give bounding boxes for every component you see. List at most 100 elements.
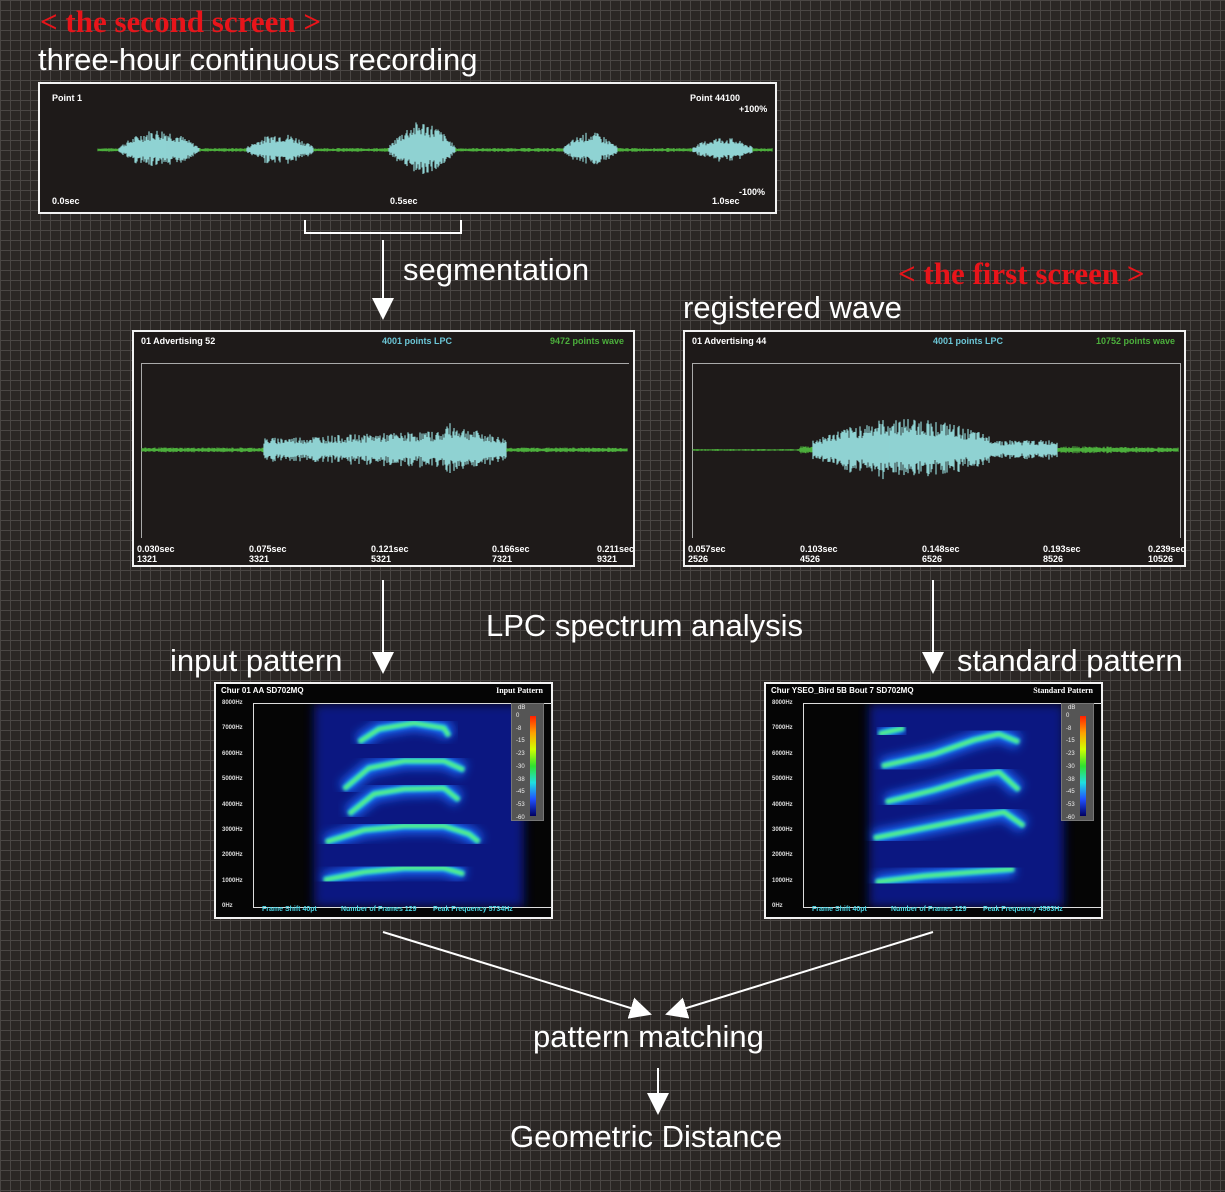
first-screen-heading: < the first screen > — [898, 256, 1145, 291]
formant-band — [325, 825, 480, 843]
db-tick: -60 — [1066, 814, 1075, 821]
db-tick: 0 — [516, 713, 520, 719]
freq-tick: 3000Hz — [772, 826, 793, 833]
point-start-label: Point 1 — [52, 93, 83, 103]
formant-band — [878, 727, 905, 735]
db-tick: -30 — [1066, 763, 1075, 770]
spec-label: Input Pattern — [496, 686, 543, 695]
spec-title: Chur 01 AA SD702MQ — [221, 686, 304, 695]
db-tick: -8 — [1066, 725, 1072, 732]
db-tick: -45 — [1066, 789, 1075, 796]
freq-tick: 8000Hz — [222, 700, 243, 706]
formant-band — [873, 810, 1025, 839]
formant-band — [348, 786, 460, 815]
spec-footer-peak: Peak Frequency 4563Hz — [983, 906, 1063, 913]
pattern-matching-label: pattern matching — [533, 1019, 764, 1054]
db-tick: -38 — [516, 776, 525, 783]
geometric-distance-label: Geometric Distance — [510, 1119, 783, 1154]
lpc-points-label: 4001 points LPC — [382, 336, 453, 346]
freq-tick: 6000Hz — [772, 750, 793, 757]
formant-band — [358, 721, 450, 743]
colorbar-gradient — [1080, 716, 1086, 816]
db-colorbar: dB 0 -8 -15 -23 -30 -38 -45 -53 -60 — [1061, 703, 1094, 821]
freq-tick: 4000Hz — [772, 801, 793, 808]
spec-footer-frame-shift: Frame Shift 40pt — [262, 906, 317, 913]
segment-wave-panel: 01 Advertising 52 4001 points LPC 9472 p… — [132, 330, 635, 567]
wave-points-label: 10752 points wave — [1096, 336, 1176, 346]
freq-tick: 5000Hz — [222, 776, 243, 783]
formant-band — [885, 770, 1020, 803]
input-pattern-spectrogram: Chur 01 AA SD702MQ Input Pattern 8000Hz 7… — [214, 682, 553, 919]
spec-footer-frames: Number of Frames 129 — [891, 906, 967, 913]
db-tick: -15 — [1066, 738, 1075, 745]
freq-tick: 7000Hz — [222, 725, 243, 732]
spec-label: Standard Pattern — [1033, 686, 1093, 695]
segmentation-label: segmentation — [403, 252, 590, 287]
freq-tick: 3000Hz — [222, 826, 243, 833]
lpc-points-label: 4001 points LPC — [933, 336, 1004, 346]
recording-heading: three-hour continuous recording — [38, 42, 478, 77]
freq-tick: 2000Hz — [222, 852, 243, 859]
registered-wave-panel: 01 Advertising 44 4001 points LPC 10752 … — [683, 330, 1186, 567]
amp-min-label: -100% — [739, 187, 766, 197]
input-pattern-label: input pattern — [170, 643, 343, 678]
amp-max-label: +100% — [739, 104, 768, 114]
formant-band — [881, 732, 1020, 767]
freq-tick: 0Hz — [772, 903, 783, 909]
panel-title: 01 Advertising 52 — [141, 336, 216, 346]
freq-tick: 6000Hz — [222, 750, 243, 757]
db-tick: -23 — [516, 751, 525, 758]
segment-bracket — [304, 220, 462, 234]
spec-footer-frames: Number of Frames 129 — [341, 906, 417, 913]
freq-tick: 4000Hz — [222, 801, 243, 808]
colorbar-gradient — [530, 716, 536, 816]
freq-tick: 8000Hz — [772, 700, 793, 706]
db-tick: -60 — [516, 814, 525, 821]
point-end-label: Point 44100 — [690, 93, 741, 103]
second-screen-heading: < the second screen > — [40, 4, 321, 39]
standard-pattern-label: standard pattern — [957, 643, 1183, 678]
continuous-recording-panel: Point 1 Point 44100 +100% -100% 0.0sec 0… — [38, 82, 777, 214]
time-tick: 1.0sec — [712, 196, 740, 206]
spec-title: Chur YSEO_Bird 5B Bout 7 SD702MQ — [771, 686, 914, 695]
db-tick: -15 — [516, 738, 525, 745]
spectrogram-plot — [803, 703, 1102, 908]
db-tick: -53 — [1066, 801, 1075, 808]
db-colorbar: dB 0 -8 -15 -23 -30 -38 -45 -53 -60 — [511, 703, 544, 821]
standard-pattern-spectrogram: Chur YSEO_Bird 5B Bout 7 SD702MQ Standar… — [764, 682, 1103, 919]
db-tick: 0 — [1066, 713, 1070, 719]
db-tick: -23 — [1066, 751, 1075, 758]
db-unit: dB — [1068, 705, 1076, 711]
merge-arrow-right — [665, 931, 934, 1019]
db-tick: -53 — [516, 801, 525, 808]
db-tick: -30 — [516, 763, 525, 770]
freq-tick: 5000Hz — [772, 776, 793, 783]
formant-band — [343, 760, 465, 790]
spec-footer-peak: Peak Frequency 5734Hz — [433, 906, 513, 913]
registered-wave-heading: registered wave — [683, 290, 902, 325]
formant-band — [875, 868, 1015, 883]
db-unit: dB — [518, 705, 526, 711]
lpc-analysis-label: LPC spectrum analysis — [486, 608, 804, 643]
spec-footer-frame-shift: Frame Shift 40pt — [812, 906, 867, 913]
segment-waveform — [141, 423, 628, 474]
time-tick: 0.0sec — [52, 196, 80, 206]
freq-tick: 7000Hz — [772, 725, 793, 732]
db-tick: -8 — [516, 725, 522, 732]
panel-title: 01 Advertising 44 — [692, 336, 767, 346]
db-tick: -38 — [1066, 776, 1075, 783]
freq-tick: 1000Hz — [772, 877, 793, 884]
formant-band — [323, 867, 465, 881]
merge-arrow-left — [382, 931, 652, 1019]
db-tick: -45 — [516, 789, 525, 796]
